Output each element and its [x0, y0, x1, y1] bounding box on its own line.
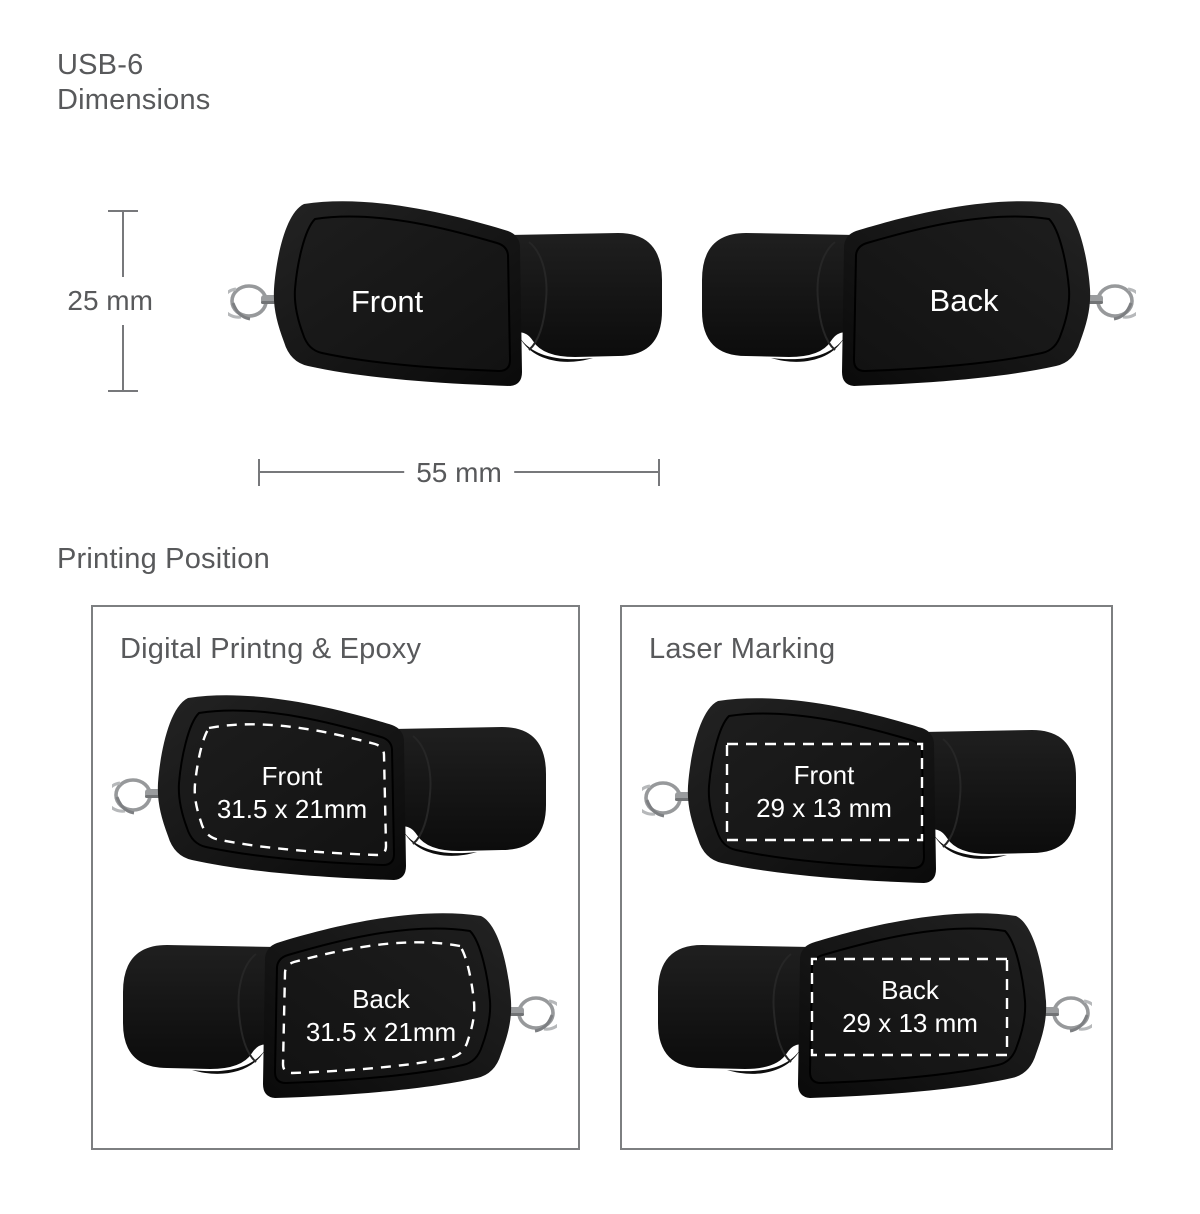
laser-front-print-area-label: Front 29 x 13 mm [756, 759, 892, 825]
laser-front-graphic [642, 696, 1078, 885]
width-value-label: 55 mm [404, 456, 514, 489]
front-side-label: Front [350, 284, 424, 319]
panel-digital-title: Digital Printng & Epoxy [120, 633, 422, 665]
usb-drive-back: Back [696, 190, 1136, 410]
digital-front-drive: Front 31.5 x 21mm [112, 684, 552, 904]
digital-back-print-area-label: Back 31.5 x 21mm [306, 983, 456, 1049]
laser-back-graphic [656, 911, 1092, 1100]
printing-position-title: Printing Position [57, 543, 270, 575]
height-value-label: 25 mm [67, 277, 153, 325]
height-dimension-marker: 25 mm [67, 210, 153, 392]
side-label: Back [352, 984, 410, 1014]
width-dimension-marker: 55 mm [258, 456, 660, 489]
back-side-label: Back [929, 283, 999, 318]
panel-laser-marking: Laser Marking Front 29 x 13 mm Back 29 x… [620, 605, 1113, 1150]
size-label: 29 x 13 mm [842, 1008, 978, 1038]
page-title: USB-6 Dimensions [57, 48, 211, 118]
model-name: USB-6 [57, 49, 144, 81]
side-label: Front [261, 761, 323, 791]
print-area-outline [725, 742, 924, 842]
usb-drive-back-graphic [700, 199, 1136, 388]
panel-digital-printing: Digital Printng & Epoxy Front 31.5 x 21m… [91, 605, 580, 1150]
digital-back-drive: Back 31.5 x 21mm [117, 902, 557, 1122]
size-label: 31.5 x 21mm [305, 1017, 457, 1047]
usb-drive-front: Front [228, 190, 668, 410]
digital-front-print-area-label: Front 31.5 x 21mm [217, 760, 367, 826]
print-area-outline [810, 957, 1009, 1057]
usb-drive-front-graphic [228, 199, 664, 388]
side-label: Front [793, 760, 855, 790]
dimension-cap [108, 390, 138, 392]
dimensions-subtitle: Dimensions [57, 84, 211, 116]
dimension-cap [658, 459, 660, 486]
size-label: 29 x 13 mm [756, 793, 892, 823]
panel-laser-title: Laser Marking [649, 633, 836, 665]
size-label: 31.5 x 21mm [216, 794, 368, 824]
laser-back-drive: Back 29 x 13 mm [652, 902, 1092, 1122]
side-label: Back [881, 975, 939, 1005]
laser-back-print-area-label: Back 29 x 13 mm [842, 974, 978, 1040]
laser-front-drive: Front 29 x 13 mm [642, 687, 1082, 907]
